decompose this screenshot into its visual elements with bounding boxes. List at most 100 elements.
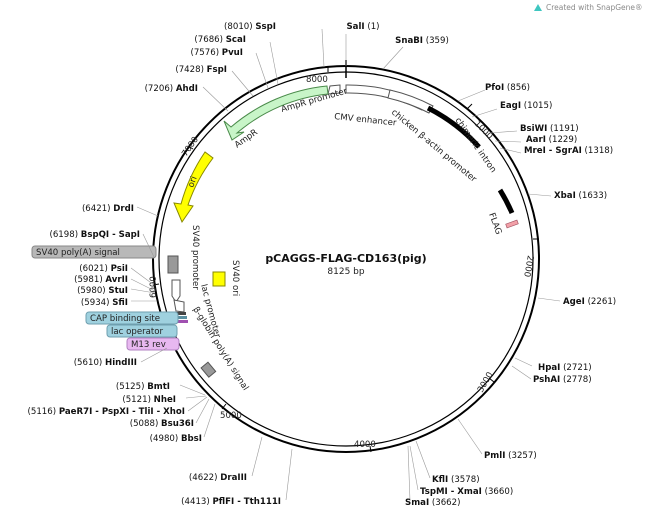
leader-ahdi (202, 86, 229, 112)
site-bsiwi: BsiWI (1191) (520, 124, 579, 134)
site-mrei: MreI - SgrAI (1318) (524, 146, 613, 156)
leader-bsu36i (195, 398, 210, 424)
site-fspi: (7428) FspI (175, 65, 227, 75)
site-sfii: (5934) SfiI (81, 298, 128, 308)
site-hpai: HpaI (2721) (538, 363, 592, 373)
tick-label-3000: 3000 (476, 371, 496, 395)
site-smai: SmaI (3662) (405, 498, 460, 508)
feature-lac-promoter (173, 299, 185, 313)
leader-pshai (511, 365, 532, 380)
snapgene-credit: Created with SnapGene® (534, 3, 643, 12)
feature-ampr (223, 85, 329, 141)
site-pvui: (7576) PvuI (190, 48, 243, 58)
leader-psii (130, 267, 155, 286)
leader-scai (269, 41, 279, 85)
leader-hpai (514, 357, 533, 367)
tick-5000 (221, 403, 227, 410)
leader-aari (494, 140, 522, 143)
feature-sv40-polya (167, 255, 179, 274)
tick-7000 (187, 145, 194, 150)
site-ahdi: (7206) AhdI (145, 84, 198, 94)
box-cap-binding-site (85, 311, 179, 325)
site-bbsi: (4980) BbsI (150, 434, 202, 444)
feature-flag (505, 219, 519, 229)
site-nhei: (5121) NheI (122, 395, 176, 405)
site-scai: (7686) ScaI (194, 35, 246, 45)
leader-fspi (231, 70, 254, 97)
leader-stui (130, 288, 156, 294)
site-bmti: (5125) BmtI (116, 382, 170, 392)
features: CMV enhancer chicken β-actin promoter ch… (167, 84, 519, 393)
leader-tspmi (409, 445, 419, 491)
box-sv40-polya (31, 245, 157, 259)
site-kfli: KflI (3578) (432, 475, 480, 485)
site-psii: (6021) PsiI (79, 264, 128, 274)
leader-pfoi (457, 89, 486, 102)
label-sv40-promoter: SV40 promoter (190, 225, 200, 290)
feature-ori (173, 151, 214, 224)
leader-mrei (499, 147, 522, 154)
leader-bbsi (203, 403, 216, 438)
site-draiii: (4622) DraIII (189, 473, 247, 483)
box-label-sv40-polya: SV40 poly(A) signal (36, 248, 120, 258)
feature-lac-operator-mark (177, 316, 187, 319)
leader-bmti (179, 384, 206, 396)
feature-chicken-actin-promoter (387, 89, 434, 114)
box-m13-rev (126, 337, 180, 351)
site-snabi: SnaBI (359) (395, 36, 449, 46)
leader-kfli (415, 440, 431, 479)
tick-label-6000: 6000 (149, 276, 159, 298)
label-cmv-enhancer: CMV enhancer (334, 112, 398, 129)
tick-3000 (488, 377, 495, 383)
site-pmli: PmlI (3257) (484, 451, 537, 461)
site-tspmi: TspMI - XmaI (3660) (420, 487, 513, 497)
leader-sspi (321, 28, 325, 68)
site-bsu36i: (5088) Bsu36I (130, 419, 194, 429)
site-bspqi: (6198) BspQI - SapI (49, 230, 140, 240)
site-avrii: (5981) AvrII (74, 275, 128, 285)
leader-draiii (251, 436, 263, 477)
feature-sv40-ori (212, 271, 226, 287)
site-agei: AgeI (2261) (563, 297, 616, 307)
boxed-labels: SV40 poly(A) signal CAP binding site lac… (31, 245, 180, 351)
label-flag: FLAG (486, 212, 503, 236)
leader-hindiii (140, 347, 168, 363)
label-chicken-actin-promoter: chicken β-actin promoter (389, 108, 478, 185)
credit-text: Created with SnapGene® (546, 3, 643, 12)
tick-label-8000: 8000 (306, 75, 328, 85)
leader-agei (537, 297, 561, 302)
leader-smai (407, 445, 411, 502)
leader-eagi (471, 108, 498, 118)
feature-m13-mark (178, 320, 188, 323)
leader-avrii (130, 278, 156, 292)
label-sv40-ori: SV40 ori (230, 260, 240, 296)
label-ori: ori (186, 175, 199, 189)
site-xbai: XbaI (1633) (554, 191, 607, 201)
leader-lines (130, 28, 561, 502)
snapgene-logo-icon (534, 4, 542, 11)
box-label-m13-rev: M13 rev (131, 340, 166, 350)
site-sspi: (8010) SspI (224, 22, 276, 32)
tick-label-2000: 2000 (521, 254, 535, 277)
leader-bsiwi (489, 130, 518, 134)
restriction-sites: SalI (1) SnaBI (359) (8010) SspI (7686) … (28, 22, 617, 508)
site-pflfi: (4413) PflFI - Tth111I (181, 497, 281, 507)
leader-pvui (255, 52, 269, 89)
site-aari: AarI (1229) (526, 135, 577, 145)
leader-snabi (382, 46, 404, 70)
plasmid-size: 8125 bp (327, 267, 364, 277)
leader-drdi (136, 206, 159, 217)
leader-pflfi (285, 448, 293, 501)
site-paer7i: (5116) PaeR7I - PspXI - TliI - XhoI (28, 407, 186, 417)
site-hindiii: (5610) HindIII (74, 358, 137, 368)
label-beta-globin-polya: β-globin poly(A) signal (190, 305, 250, 392)
feature-sv40-promoter (171, 279, 181, 303)
leader-xbai (527, 193, 552, 197)
plasmid-name: pCAGGS-FLAG-CD163(pig) (265, 252, 426, 265)
leader-pmli (457, 418, 483, 455)
site-pfoi: PfoI (856) (485, 83, 530, 93)
feature-cap-site-mark (176, 312, 186, 315)
feature-chimeric-intron (426, 105, 481, 149)
tick-label-5000: 5000 (220, 411, 242, 421)
tick-label-7000: 7000 (180, 135, 201, 159)
